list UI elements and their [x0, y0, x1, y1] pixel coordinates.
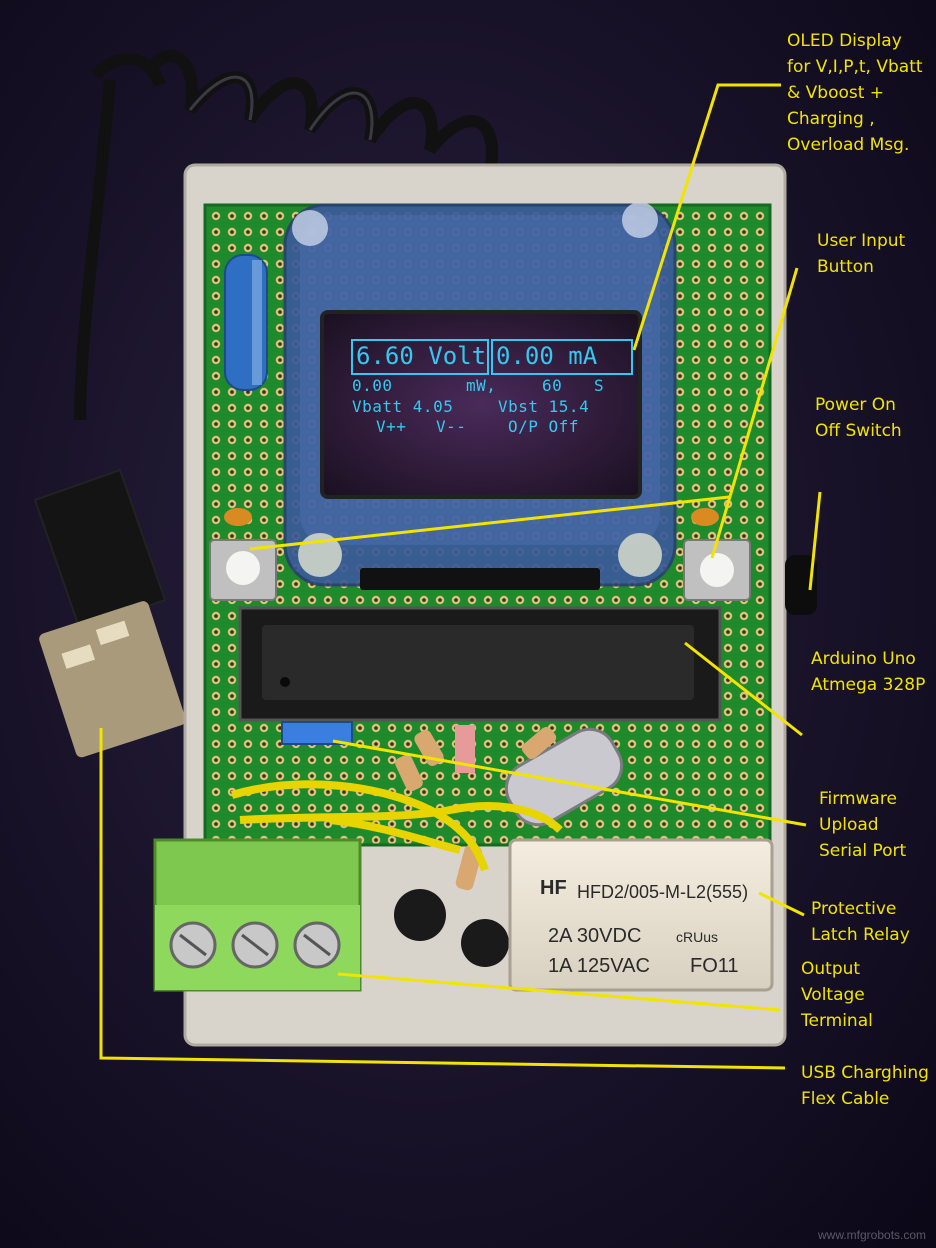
orange-capacitors — [224, 508, 719, 526]
oled-vmm: V-- — [436, 417, 467, 436]
oled-output-status: O/P Off — [508, 417, 579, 436]
label-arduino-uno: Arduino Uno Atmega 328P — [811, 649, 926, 695]
oled-module — [283, 202, 677, 587]
oled-vbst: Vbst 15.4 — [498, 397, 590, 416]
relay-body — [508, 838, 774, 992]
relay-model: HFD2/005-M-L2(555) — [577, 882, 749, 902]
label-usb-cable: USB Charghing Flex Cable — [801, 1063, 929, 1109]
label-latch-relay: Protective Latch Relay — [811, 899, 910, 945]
relay-rating-dc: 2A 30VDC — [548, 925, 642, 947]
watermark: www.mfgrobots.com — [818, 1228, 927, 1242]
relay-cert-mark: cRUus — [676, 929, 719, 945]
usb-plug — [33, 468, 186, 758]
relay-code: FO11 — [690, 955, 739, 977]
oled-current-readout: 0.00 mA — [496, 342, 598, 370]
transistors — [394, 889, 509, 967]
resistors — [395, 725, 557, 891]
oled-vbatt: Vbatt 4.05 — [352, 397, 454, 416]
oled-power-value: 0.00 — [352, 376, 393, 395]
cable-highlights — [188, 75, 374, 141]
atmega-chip — [238, 606, 722, 722]
serial-port-header — [281, 721, 353, 745]
oled-time-value: 60 — [542, 376, 563, 395]
oled-header-pins — [360, 568, 600, 590]
jumper-wires — [230, 780, 563, 872]
relay-rating-ac: 1A 125VAC — [548, 955, 650, 977]
output-terminal-block — [153, 838, 362, 992]
label-user-input-button: User Input Button — [817, 231, 906, 277]
oled-power-unit: mW, — [466, 376, 497, 395]
label-firmware-upload: Firmware Upload Serial Port — [819, 789, 907, 861]
relay-brand-logo: HF — [540, 877, 567, 899]
label-power-switch: Power On Off Switch — [815, 395, 902, 441]
oled-voltage-readout: 6.60 Volt — [356, 342, 487, 370]
oled-vpp: V++ — [376, 417, 407, 436]
power-switch — [785, 555, 817, 615]
oled-time-unit: S — [594, 376, 605, 395]
user-input-button — [209, 539, 277, 601]
label-oled-display: OLED Display for V,I,P,t, Vbatt & Vboost… — [787, 31, 923, 155]
second-push-button — [683, 539, 751, 601]
electrolytic-capacitor — [224, 254, 268, 391]
label-output-terminal: Output Voltage Terminal — [801, 959, 873, 1031]
annotation-lines — [99, 83, 822, 1070]
